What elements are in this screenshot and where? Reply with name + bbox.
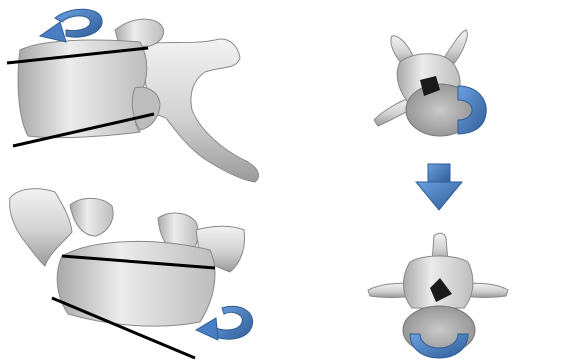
lateral-view-top <box>7 9 259 182</box>
articular-facet-top <box>70 198 113 236</box>
lateral-view-bottom <box>10 189 253 358</box>
posterior-element-left <box>10 189 72 266</box>
down-arrow-icon <box>416 164 462 210</box>
axial-view-bottom <box>368 233 508 358</box>
axial-view-top <box>374 30 486 136</box>
vertebral-body-lower <box>57 241 215 326</box>
pedicle <box>132 87 160 130</box>
rotation-arrow-icon <box>40 9 102 42</box>
